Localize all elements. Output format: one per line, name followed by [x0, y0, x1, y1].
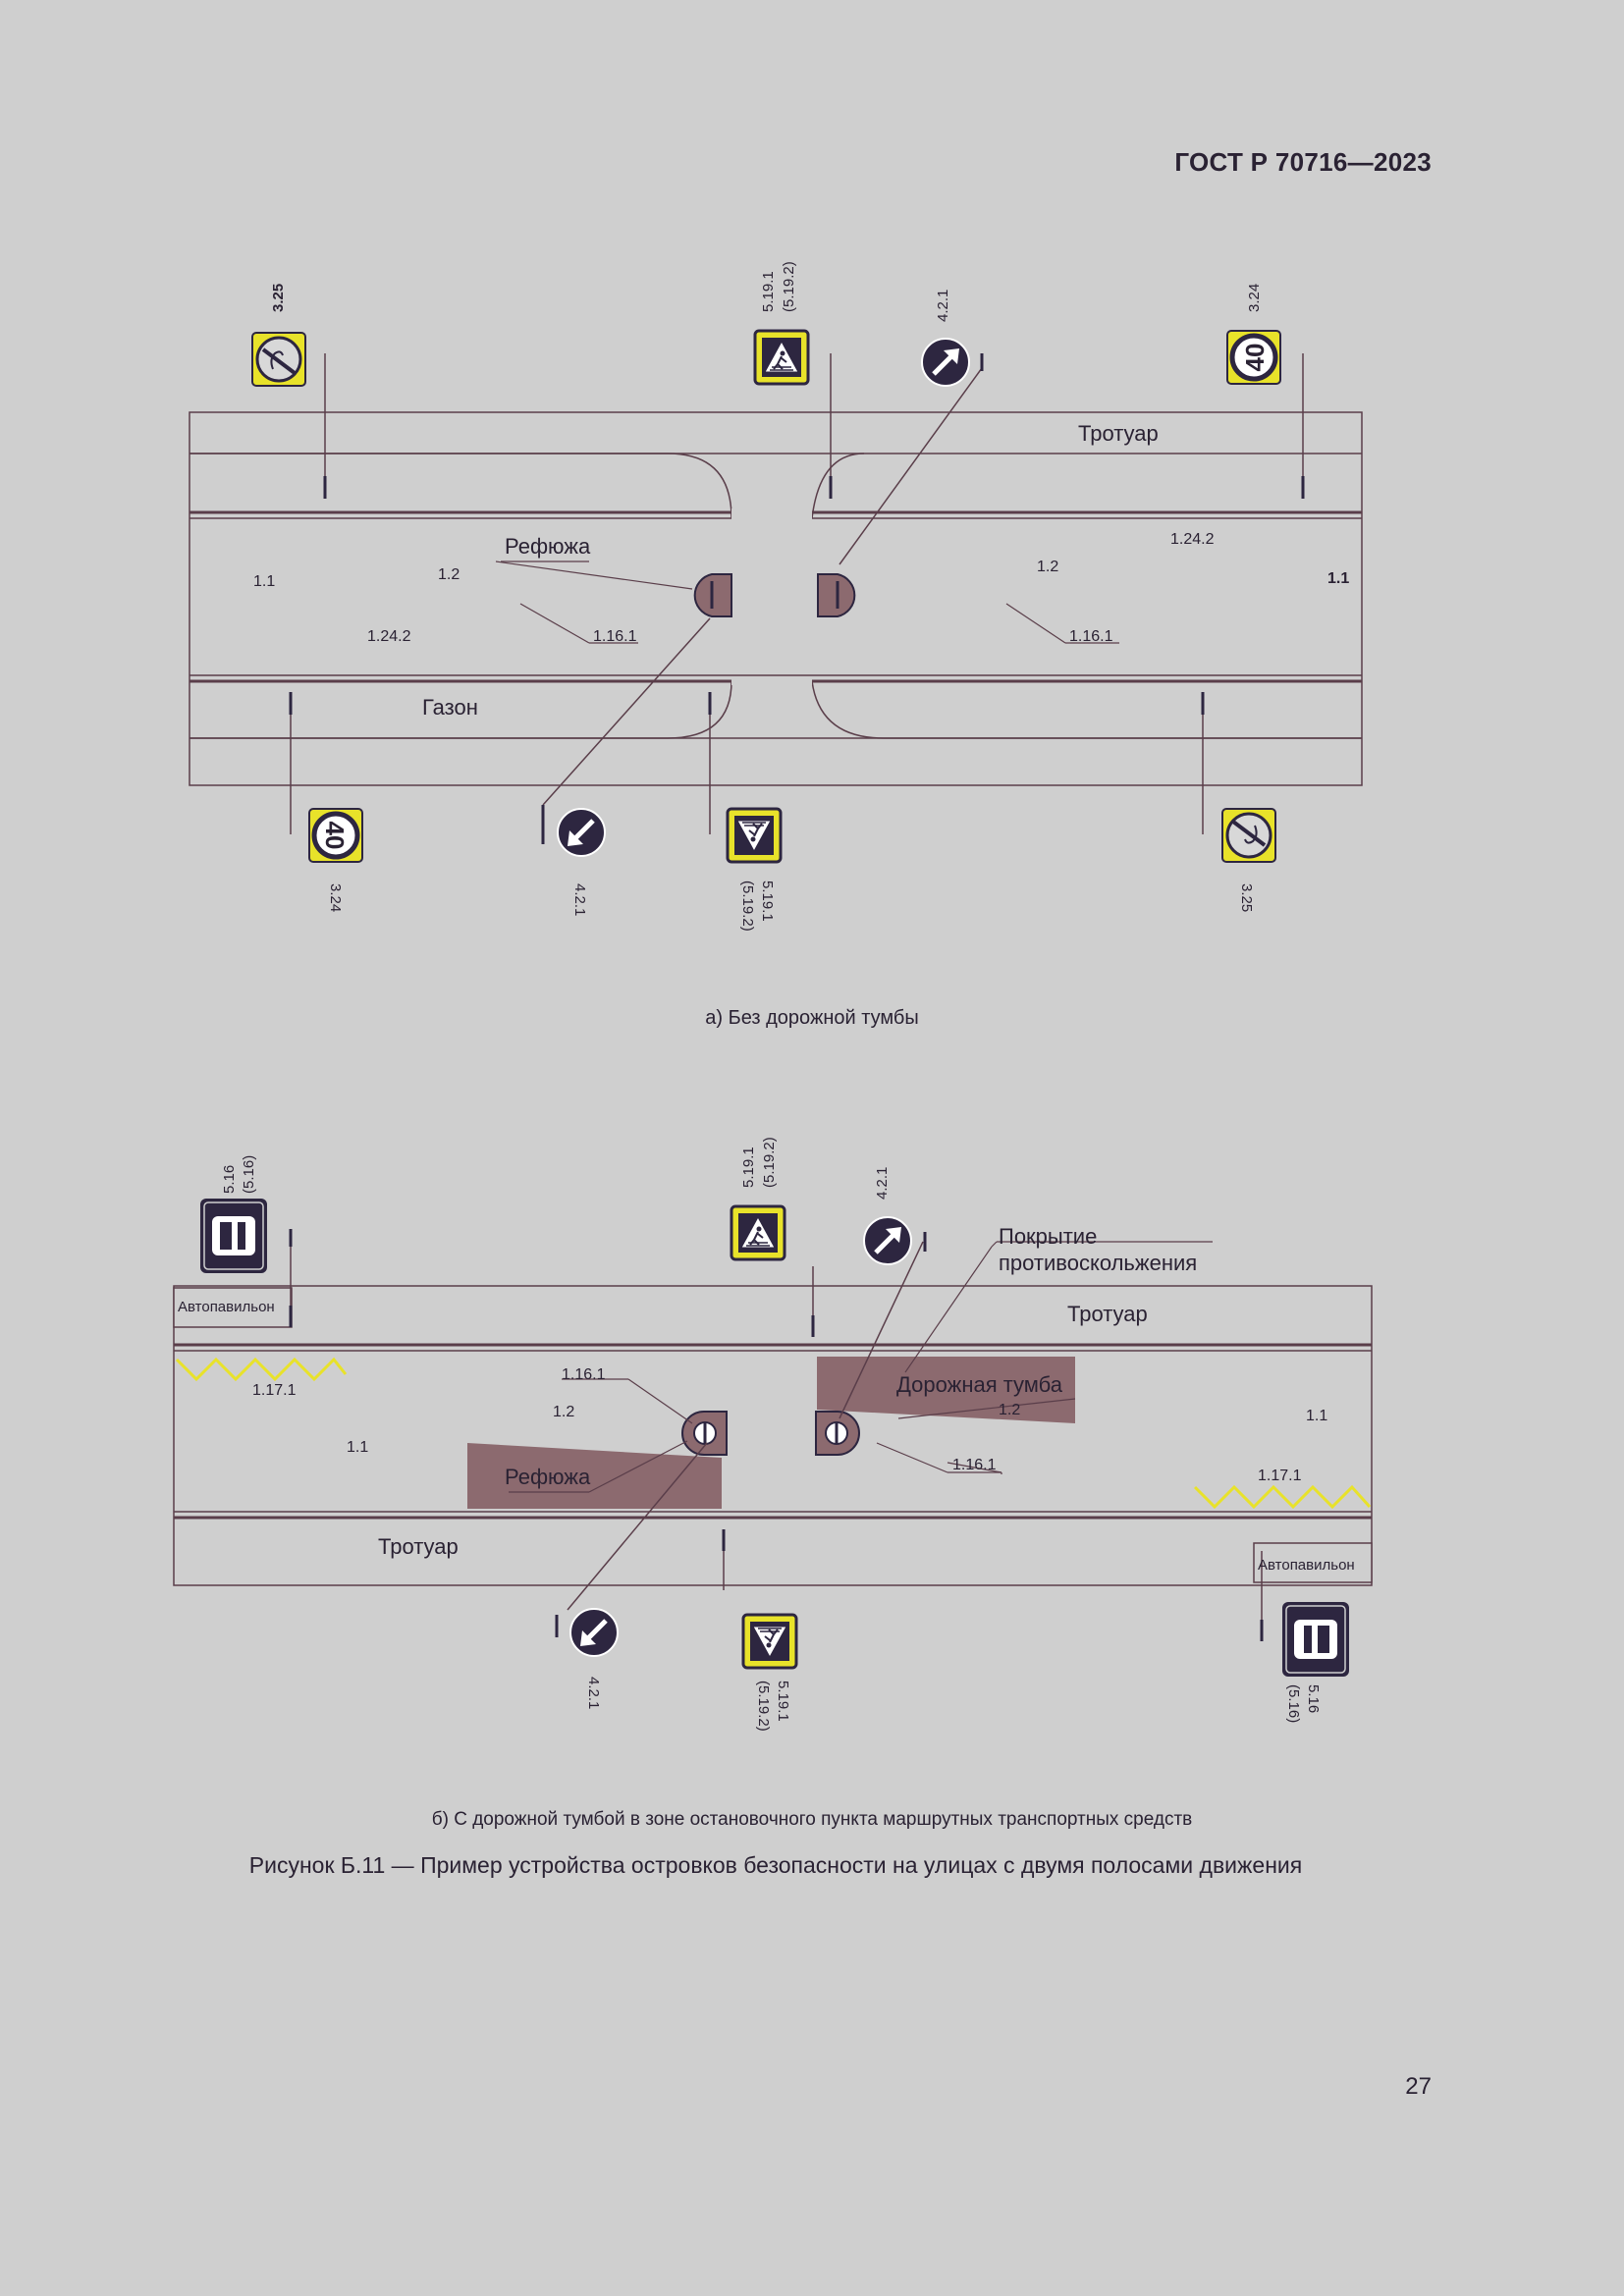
sidewalk-label: Тротуар — [1067, 1302, 1148, 1326]
sign-code: (5.16) — [241, 1155, 257, 1194]
pavilion-label: Автопавильон — [1258, 1557, 1355, 1574]
refuge-label: Рефюжа — [505, 1465, 591, 1489]
pedestrian-crossing-sign-icon — [741, 1613, 798, 1670]
marking-label: 1.16.1 — [1069, 628, 1113, 645]
sidewalk-label: Тротуар — [1078, 421, 1159, 446]
keep-right-sign-icon — [570, 1609, 618, 1656]
keep-right-sign-icon — [922, 339, 969, 386]
speed-value: 40 — [1240, 344, 1270, 372]
lawn-label: Газон — [422, 695, 478, 720]
sign-code: 4.2.1 — [935, 290, 951, 322]
end-no-overtaking-sign-icon — [1220, 807, 1277, 864]
marking-label: 1.1 — [1306, 1408, 1327, 1424]
page-number: 27 — [1405, 2073, 1432, 2100]
sign-code: (5.19.2) — [761, 1137, 778, 1188]
sign-code: 5.16 — [221, 1165, 238, 1194]
pavilion-right — [1253, 1542, 1373, 1583]
road-bollard-left — [681, 1411, 728, 1456]
anti-skid-area-right — [817, 1357, 1075, 1423]
sign-code: 4.2.1 — [571, 883, 588, 916]
diagram-b-frame — [173, 1285, 1373, 1586]
speed-value: 40 — [320, 822, 350, 850]
marking-label: 1.24.2 — [367, 628, 411, 645]
anti-skid-label: противоскольжения — [999, 1251, 1197, 1275]
marking-label: 1.16.1 — [593, 628, 637, 645]
sidewalk-label: Тротуар — [378, 1534, 459, 1559]
bus-stop-sign-icon — [199, 1198, 268, 1274]
marking-label: 1.2 — [438, 566, 460, 583]
pedestrian-crossing-sign-icon — [753, 329, 810, 386]
marking-label: 1.16.1 — [562, 1366, 606, 1383]
end-no-overtaking-sign-icon — [250, 331, 307, 388]
bus-stop-sign-icon — [1281, 1601, 1350, 1678]
document-header: ГОСТ Р 70716—2023 — [1174, 147, 1432, 177]
sign-code: 4.2.1 — [874, 1167, 891, 1200]
sign-code: 3.24 — [1246, 284, 1263, 312]
marking-label: 1.2 — [999, 1402, 1020, 1418]
sign-code: 5.19.1 — [759, 881, 776, 922]
sign-code: 3.24 — [327, 883, 344, 912]
marking-label: 1.24.2 — [1170, 531, 1215, 548]
anti-skid-label: Покрытие — [999, 1224, 1097, 1249]
marking-label: 1.2 — [553, 1404, 574, 1420]
sign-code: 4.2.1 — [585, 1677, 602, 1709]
pedestrian-crossing-sign-icon — [726, 807, 783, 864]
marking-label: 1.16.1 — [952, 1457, 997, 1473]
speed-limit-sign-icon: 40 — [1227, 331, 1280, 384]
keep-right-sign-icon — [864, 1217, 911, 1264]
road-bollard-right — [815, 1411, 860, 1456]
sign-code: (5.16) — [1285, 1684, 1302, 1723]
pavilion-label: Автопавильон — [178, 1299, 275, 1315]
sign-code: 5.16 — [1305, 1684, 1322, 1713]
diagram-a — [189, 353, 1363, 844]
refuge-label: Рефюжа — [505, 534, 591, 559]
marking-label: 1.1 — [347, 1439, 368, 1456]
zigzag-marking-right — [1193, 1484, 1372, 1510]
diagram-b — [173, 1285, 1373, 1586]
marking-label: 1.2 — [1037, 559, 1058, 575]
sign-code: 3.25 — [270, 284, 287, 312]
sign-code: 5.19.1 — [775, 1681, 791, 1722]
marking-label: 1.17.1 — [1258, 1468, 1302, 1484]
diagram-b-caption: б) С дорожной тумбой в зоне остановочног… — [431, 1809, 1193, 1830]
sign-code: 3.25 — [1238, 883, 1255, 912]
sign-code: 5.19.1 — [760, 271, 777, 312]
keep-right-sign-icon — [558, 809, 605, 856]
road-bollard-label: Дорожная тумба — [896, 1372, 1063, 1397]
marking-label: 1.1 — [253, 573, 275, 590]
diagram-a-caption: а) Без дорожной тумбы — [705, 1007, 919, 1029]
marking-label: 1.1 — [1327, 570, 1349, 587]
speed-limit-sign-icon: 40 — [309, 809, 362, 862]
marking-label: 1.17.1 — [252, 1382, 297, 1399]
pedestrian-crossing-sign-icon — [730, 1204, 786, 1261]
zigzag-marking-left — [175, 1357, 348, 1382]
sign-code: (5.19.2) — [739, 881, 756, 932]
diagram-a-frame — [189, 411, 1363, 786]
sign-code: (5.19.2) — [755, 1681, 772, 1732]
sign-code: (5.19.2) — [781, 261, 797, 312]
sign-code: 5.19.1 — [740, 1147, 757, 1188]
figure-title: Рисунок Б.11 — Пример устройства островк… — [248, 1852, 1303, 1878]
